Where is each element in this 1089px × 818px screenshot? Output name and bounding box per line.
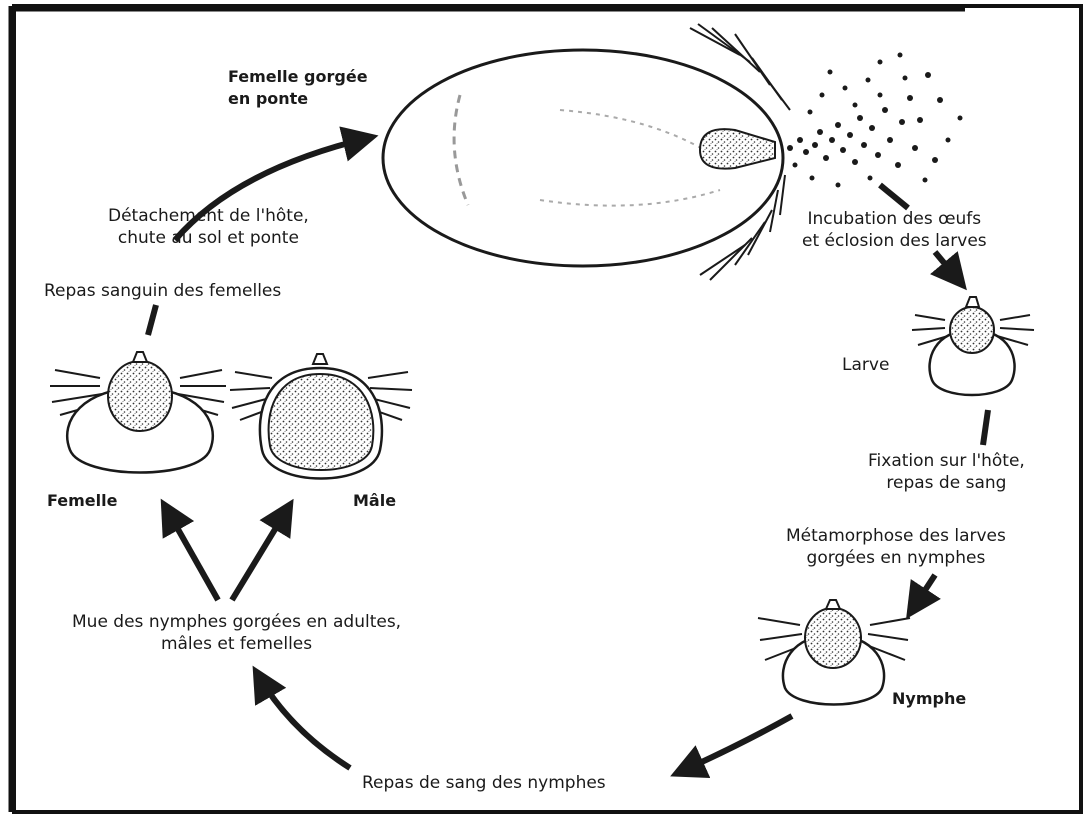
nymph-meal-label: Repas de sang des nymphes	[362, 772, 606, 794]
arrow-metamorphosis-to-nymph	[912, 575, 935, 610]
arrow-female-to-meal	[148, 305, 156, 335]
nymph-label: Nymphe	[892, 688, 966, 710]
eggs	[787, 53, 963, 188]
male-label: Mâle	[353, 490, 396, 512]
female-meal-label: Repas sanguin des femelles	[44, 280, 281, 302]
engorged-female-tick	[383, 24, 790, 280]
larva-tick	[912, 297, 1034, 395]
arrow-molt-to-female	[166, 508, 218, 600]
larva-label: Larve	[842, 354, 889, 376]
female-tick	[50, 352, 226, 473]
molt-label: Mue des nymphes gorgées en adultes, mâle…	[72, 611, 401, 655]
engorged-female-label: Femelle gorgée en ponte	[228, 66, 368, 110]
arrow-molt-to-male	[232, 508, 288, 600]
arrow-nymph-meal	[680, 716, 792, 772]
male-tick	[230, 354, 412, 479]
female-label: Femelle	[47, 490, 117, 512]
arrow-eggs-to-larva	[880, 185, 908, 208]
detachment-label: Détachement de l'hôte, chute au sol et p…	[108, 205, 309, 249]
arrow-incubation-to-larva	[935, 252, 960, 282]
metamorphosis-label: Métamorphose des larves gorgées en nymph…	[786, 525, 1006, 569]
fixation-label: Fixation sur l'hôte, repas de sang	[868, 450, 1025, 494]
nymph-tick	[758, 600, 910, 705]
incubation-label: Incubation des œufs et éclosion des larv…	[802, 208, 987, 252]
arrow-meal-to-molt	[258, 675, 350, 768]
arrow-larva-to-fixation	[983, 410, 988, 445]
